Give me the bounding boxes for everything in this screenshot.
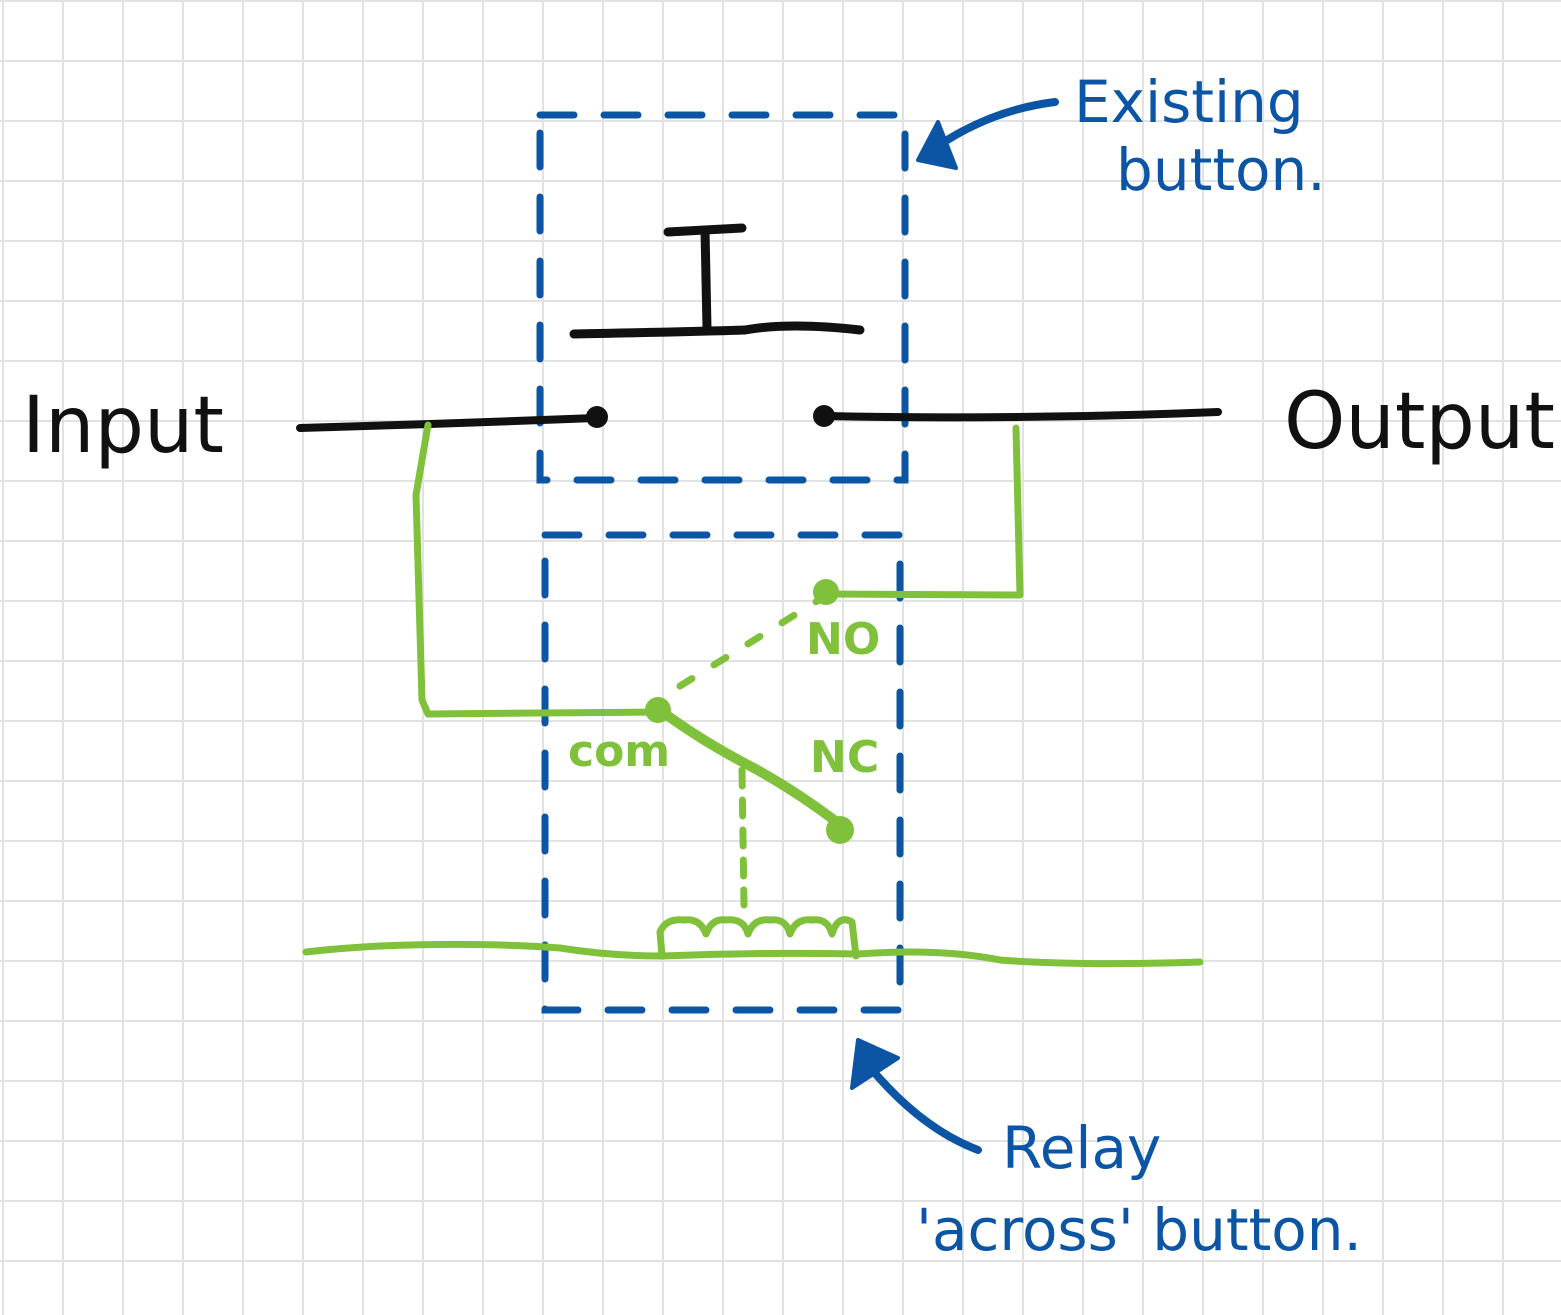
input-terminal-dot [586, 406, 608, 428]
output-label: Output [1284, 377, 1555, 467]
existing-button-box [536, 111, 909, 484]
relay-label-line2: 'across' button. [916, 1196, 1362, 1264]
relay-coil [656, 916, 860, 960]
output-to-no-wire [824, 424, 1024, 599]
main-circuit-wires [296, 408, 1222, 432]
no-label: NO [806, 614, 880, 665]
existing-button-label-line2: button. [1116, 136, 1326, 204]
com-terminal-dot [645, 697, 671, 723]
relay-wiring [302, 421, 1204, 968]
input-to-com-wire [412, 421, 664, 718]
callout-arrows [864, 98, 1059, 1154]
relay-label-line1: Relay [1002, 1114, 1161, 1182]
no-dashed-throw [676, 594, 826, 690]
coil-supply-wire [302, 940, 1204, 968]
existing-arrowhead-icon [916, 120, 958, 170]
existing-button-label-line1: Existing [1074, 68, 1304, 136]
coil-dashed-link [738, 766, 748, 909]
output-wire [821, 408, 1222, 422]
button-plunger-stem [700, 225, 712, 333]
relay-box [541, 531, 904, 1014]
button-contact-bar [569, 321, 865, 339]
output-terminal-dot [813, 405, 835, 427]
relay-callout-line [864, 1061, 982, 1154]
no-terminal-dot [813, 579, 839, 605]
input-wire [296, 414, 599, 432]
nc-terminal-dot [826, 816, 854, 844]
relay-arrowhead-icon [850, 1038, 900, 1090]
push-button-symbol [569, 223, 865, 339]
nc-label: NC [810, 732, 879, 783]
com-label: com [568, 726, 670, 777]
nc-switch-arm [655, 705, 847, 831]
input-label: Input [22, 381, 224, 471]
existing-callout-line [931, 98, 1059, 152]
